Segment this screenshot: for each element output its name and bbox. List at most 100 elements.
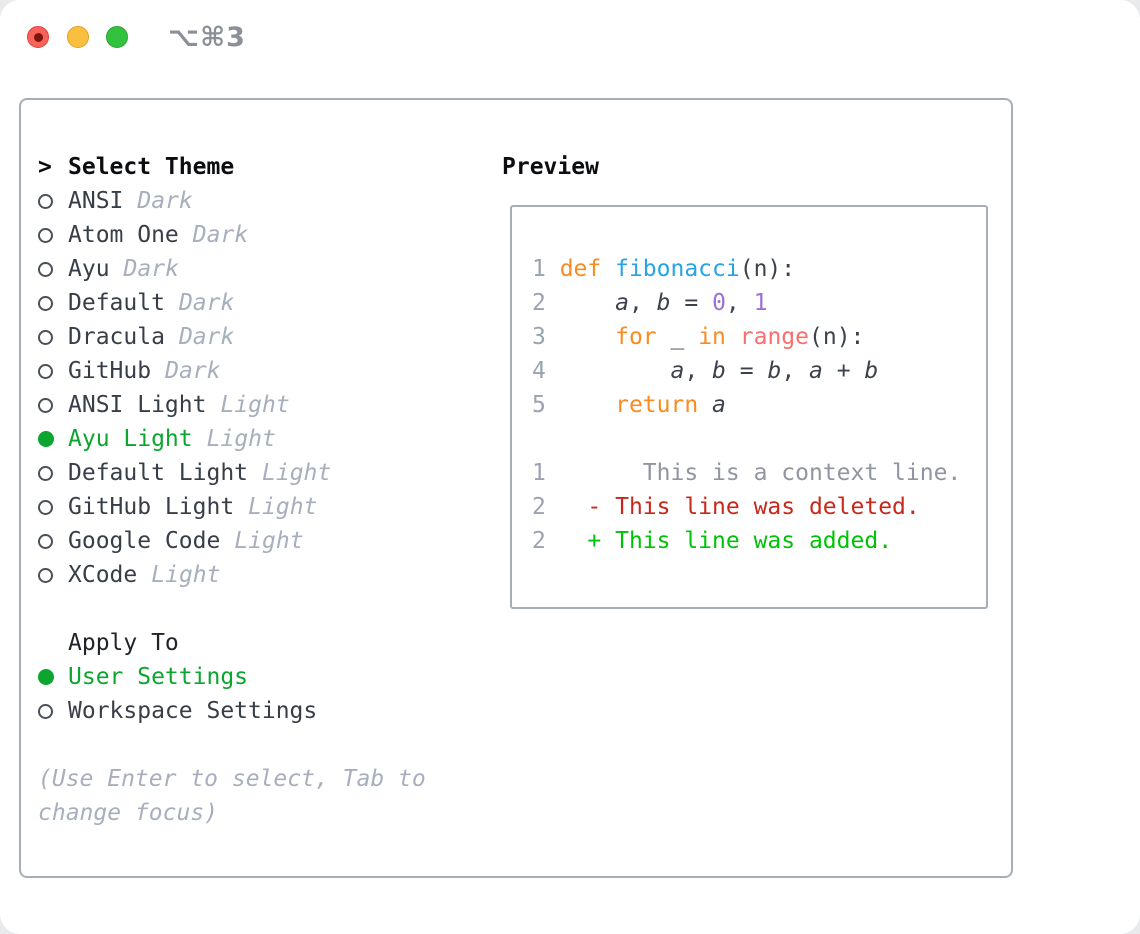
code-line: [532, 422, 986, 456]
code-token: [560, 324, 615, 350]
theme-variant-badge: Light: [206, 426, 276, 452]
theme-option[interactable]: Default Dark: [38, 286, 483, 320]
theme-variant-badge: Light: [234, 528, 304, 554]
radio-selected-icon: [38, 431, 54, 447]
radio-icon: [38, 533, 53, 549]
code-token: =: [670, 290, 713, 316]
code-token: (n):: [739, 256, 796, 282]
diff-deleted-text: - This line was deleted.: [559, 494, 920, 520]
code-token: b: [712, 358, 726, 384]
line-number: 2: [532, 528, 560, 554]
code-token: a: [712, 392, 726, 418]
spacer: [38, 592, 483, 626]
code-token: =: [725, 358, 768, 384]
radio-selected-icon: [38, 669, 54, 685]
theme-option-label: Dracula: [68, 324, 165, 350]
code-token: fibonacci: [615, 256, 740, 282]
code-token: 0: [712, 290, 726, 316]
code-token: in: [698, 324, 726, 350]
line-number: 1: [532, 460, 560, 486]
apply-option[interactable]: Workspace Settings: [38, 694, 483, 728]
apply-option[interactable]: User Settings: [38, 660, 483, 694]
radio-icon: [38, 465, 53, 481]
code-token: b: [767, 358, 782, 384]
line-number: 1: [532, 256, 560, 282]
theme-option-label: ANSI: [68, 188, 124, 214]
theme-option-label: Ayu: [68, 256, 110, 282]
code-token: ,: [628, 290, 657, 316]
radio-icon: [38, 329, 53, 345]
radio-icon: [38, 261, 53, 277]
zoom-button[interactable]: [106, 26, 128, 48]
theme-variant-badge: Light: [220, 392, 290, 418]
code-token: 1: [753, 290, 768, 316]
theme-option[interactable]: Ayu Dark: [38, 252, 483, 286]
keyboard-hint: (Use Enter to select, Tab to change focu…: [38, 766, 426, 826]
radio-icon: [38, 567, 53, 583]
theme-variant-badge: Dark: [178, 290, 235, 316]
theme-option-label: Google Code: [68, 528, 221, 554]
theme-option[interactable]: ANSI Dark: [38, 184, 483, 218]
line-number: 2: [532, 290, 560, 316]
theme-option[interactable]: Dracula Dark: [38, 320, 483, 354]
theme-option[interactable]: GitHub Light Light: [38, 490, 483, 524]
diff-context-text: This is a context line.: [559, 460, 962, 486]
code-token: _: [656, 324, 699, 350]
theme-option[interactable]: Google Code Light: [38, 524, 483, 558]
code-line: 4 a, b = b, a + b: [532, 354, 986, 388]
theme-variant-badge: Dark: [123, 256, 179, 282]
radio-icon: [38, 363, 53, 379]
close-button[interactable]: [27, 26, 49, 48]
code-token: (n):: [809, 324, 865, 350]
code-token: a: [809, 358, 823, 384]
apply-to-header: Apply To: [38, 626, 483, 660]
minimize-button[interactable]: [67, 26, 89, 48]
code-token: b: [864, 358, 879, 384]
code-token: range: [739, 324, 809, 350]
select-theme-header: > Select Theme: [38, 150, 483, 184]
theme-variant-badge: Dark: [192, 222, 249, 248]
radio-icon: [38, 397, 53, 413]
theme-option-label: GitHub Light: [68, 494, 235, 520]
radio-icon: [38, 703, 53, 719]
line-number: 5: [532, 392, 560, 418]
code-token: b: [656, 290, 671, 316]
code-token: a: [615, 290, 629, 316]
apply-option-label: User Settings: [68, 664, 249, 690]
prompt-caret-icon: >: [38, 154, 52, 180]
preview-title: Preview: [502, 154, 599, 180]
theme-variant-badge: Dark: [137, 188, 193, 214]
radio-icon: [38, 227, 53, 243]
theme-option-label: ANSI Light: [68, 392, 207, 418]
theme-option-label: GitHub: [68, 358, 152, 384]
theme-variant-badge: Light: [248, 494, 318, 520]
code-token: for: [615, 324, 657, 350]
radio-icon: [38, 295, 53, 311]
radio-icon: [38, 193, 53, 209]
line-number: 4: [532, 358, 560, 384]
theme-option[interactable]: ANSI Light Light: [38, 388, 483, 422]
window-title: ⌥⌘3: [168, 22, 246, 53]
code-token: return: [615, 392, 699, 418]
theme-variant-badge: Light: [262, 460, 332, 486]
theme-variant-badge: Dark: [178, 324, 235, 350]
select-theme-title: Select Theme: [68, 154, 235, 180]
code-token: ,: [684, 358, 713, 384]
code-token: ,: [725, 290, 754, 316]
code-token: ,: [781, 358, 810, 384]
code-line: 2 + This line was added.: [532, 524, 986, 558]
theme-option-label: XCode: [68, 562, 138, 588]
title-bar: ⌥⌘3: [0, 0, 1140, 74]
theme-option-label: Default: [68, 290, 165, 316]
